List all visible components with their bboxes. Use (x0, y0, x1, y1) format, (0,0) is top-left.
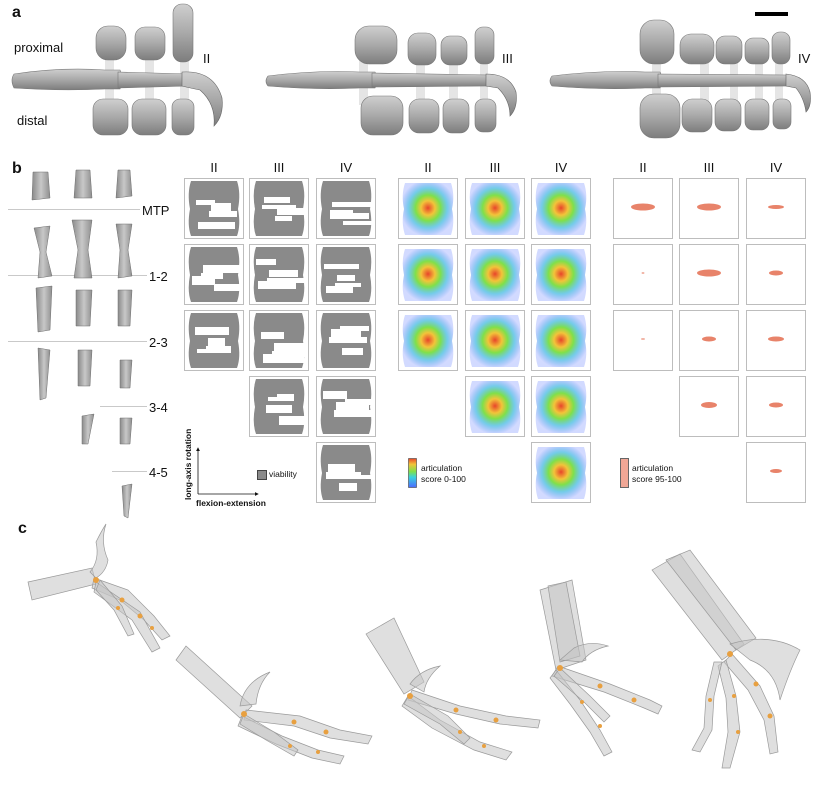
panel-a-digit-iii: III (502, 51, 513, 66)
viability-cell-ii-1-2 (184, 244, 244, 305)
viability-col-iv: IV (339, 160, 353, 175)
top-score-cell-iv-mtp (746, 178, 806, 239)
joint-label-1-2: 1-2 (147, 269, 170, 284)
articulation-cell-ii-mtp (398, 178, 458, 239)
articulation-cell-iv-mtp (531, 178, 591, 239)
foot-pose-1 (27, 523, 171, 653)
articulation-cell-ii-2-3 (398, 310, 458, 371)
articulation-cell-iii-mtp (465, 178, 525, 239)
top-score-cell-iv-1-2 (746, 244, 806, 305)
proximal-label: proximal (14, 40, 64, 55)
viability-cell-iv-3-4 (316, 376, 376, 437)
top-score-cell-iv-2-3 (746, 310, 806, 371)
viability-axes (196, 447, 259, 496)
digit-iii-bones (265, 25, 517, 136)
top-col-iv: IV (769, 160, 783, 175)
panel-a-digit-iv: IV (798, 51, 811, 66)
joint-label-3-4: 3-4 (147, 400, 170, 415)
viability-cell-iv-1-2 (316, 244, 376, 305)
digit-iv-bones (549, 19, 811, 139)
panel-a-digit-ii: II (203, 51, 211, 66)
viability-cell-iii-2-3 (249, 310, 309, 371)
digit-ii-bones (11, 3, 223, 136)
joint-label-mtp: MTP (140, 203, 172, 218)
articulation-legend-line2: score 0-100 (421, 474, 466, 484)
viability-cell-iii-3-4 (249, 376, 309, 437)
top-score-cell-iii-2-3 (679, 310, 739, 371)
panel-c-foot-poses (27, 523, 801, 769)
articulation-cell-iv-1-2 (531, 244, 591, 305)
viability-cell-iii-mtp (249, 178, 309, 239)
top-score-cell-iii-1-2 (679, 244, 739, 305)
articulation-cell-ii-1-2 (398, 244, 458, 305)
foot-pose-3 (365, 617, 541, 761)
viability-legend-swatch (257, 470, 267, 480)
articulation-col-ii: II (424, 160, 432, 175)
viability-cell-iv-mtp (316, 178, 376, 239)
separator-4-5 (112, 471, 163, 472)
top-score-legend-swatch (620, 458, 629, 488)
viability-cell-iv-4-5 (316, 442, 376, 503)
top-score-legend-line2: score 95-100 (632, 474, 682, 484)
panel-a-letter: a (12, 4, 21, 21)
separator-mtp (8, 209, 163, 210)
distal-label: distal (17, 113, 48, 128)
panel-b-letter: b (12, 160, 22, 177)
viability-x-axis-label: flexion-extension (196, 498, 266, 508)
panel-a-bones (11, 3, 811, 139)
top-score-legend-line1: articulation (632, 463, 674, 473)
top-col-iii: III (703, 160, 715, 175)
viability-col-ii: II (210, 160, 218, 175)
articulation-cell-iii-1-2 (465, 244, 525, 305)
articulation-cell-iii-2-3 (465, 310, 525, 371)
panel-b-phalanges (31, 169, 133, 519)
scale-bar (755, 12, 788, 16)
top-score-cell-iv-3-4 (746, 376, 806, 437)
viability-cell-iv-2-3 (316, 310, 376, 371)
articulation-cell-iv-2-3 (531, 310, 591, 371)
articulation-col-iv: IV (554, 160, 568, 175)
viability-y-axis-label: long-axis rotation (183, 428, 193, 500)
joint-label-4-5: 4-5 (147, 465, 170, 480)
viability-cell-ii-2-3 (184, 310, 244, 371)
joint-label-2-3: 2-3 (147, 335, 170, 350)
viability-legend-label: viability (269, 469, 297, 479)
articulation-colorbar (408, 458, 417, 488)
separator-3-4 (100, 406, 163, 407)
top-score-cell-ii-2-3 (613, 310, 673, 371)
panel-c-letter: c (18, 520, 27, 537)
top-col-ii: II (639, 160, 647, 175)
foot-pose-5 (651, 549, 801, 769)
viability-cell-ii-mtp (184, 178, 244, 239)
viability-cell-iii-1-2 (249, 244, 309, 305)
foot-pose-2 (175, 645, 373, 765)
articulation-legend-line1: articulation (421, 463, 463, 473)
joint-highlights (93, 577, 773, 754)
separator-2-3 (8, 341, 163, 342)
top-score-cell-iv-4-5 (746, 442, 806, 503)
articulation-cell-iv-4-5 (531, 442, 591, 503)
articulation-cell-iv-3-4 (531, 376, 591, 437)
top-score-cell-iii-mtp (679, 178, 739, 239)
articulation-col-iii: III (489, 160, 501, 175)
top-score-cell-ii-mtp (613, 178, 673, 239)
articulation-cell-iii-3-4 (465, 376, 525, 437)
top-score-cell-iii-3-4 (679, 376, 739, 437)
top-score-cell-ii-1-2 (613, 244, 673, 305)
viability-col-iii: III (273, 160, 285, 175)
